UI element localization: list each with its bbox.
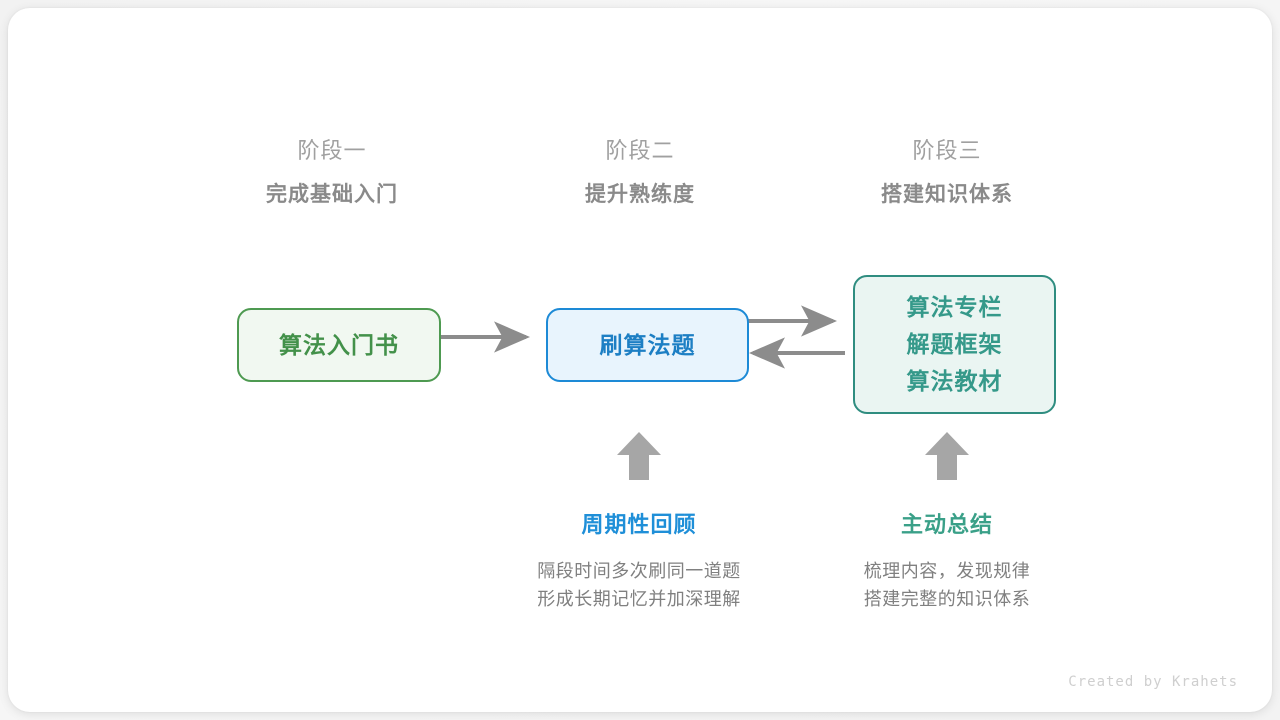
note-body-line: 形成长期记忆并加深理解: [537, 589, 741, 609]
diagram-card: 阶段一 完成基础入门 阶段二 提升熟练度 阶段三 搭建知识体系: [8, 8, 1272, 712]
stage-number: 阶段一: [297, 138, 367, 163]
node-label: 刷算法题: [599, 331, 696, 358]
note-active-summary: 主动总结 梳理内容，发现规律 搭建完整的知识体系: [787, 510, 1107, 613]
note-body-line: 隔段时间多次刷同一道题: [537, 561, 741, 581]
stage-title: 提升熟练度: [585, 183, 695, 206]
up-arrow-icon: [617, 432, 661, 480]
note-title: 周期性回顾: [581, 512, 697, 537]
stage-header-2: 阶段二 提升熟练度: [510, 136, 770, 210]
note-periodic-review: 周期性回顾 隔段时间多次刷同一道题 形成长期记忆并加深理解: [479, 510, 799, 613]
node-label: 算法入门书: [279, 331, 399, 358]
stage-number: 阶段三: [912, 138, 982, 163]
stage-title: 搭建知识体系: [881, 183, 1013, 206]
note-body: 梳理内容，发现规律 搭建完整的知识体系: [787, 557, 1107, 613]
watermark-credit: Created by Krahets: [1068, 674, 1238, 690]
stage-title: 完成基础入门: [266, 183, 398, 206]
node-label-1: 算法专栏: [906, 294, 1003, 320]
node-practice-problems[interactable]: 刷算法题: [546, 308, 749, 382]
stage-header-3: 阶段三 搭建知识体系: [817, 136, 1077, 210]
up-arrow-icon: [925, 432, 969, 480]
note-title: 主动总结: [900, 512, 993, 537]
note-body: 隔段时间多次刷同一道题 形成长期记忆并加深理解: [479, 557, 799, 613]
node-label-3: 算法教材: [906, 368, 1003, 394]
node-label-2: 解题框架: [906, 331, 1003, 357]
stage-header-1: 阶段一 完成基础入门: [202, 136, 462, 210]
stage-number: 阶段二: [605, 138, 675, 163]
note-body-line: 梳理内容，发现规律: [863, 561, 1031, 581]
note-body-line: 搭建完整的知识体系: [863, 589, 1031, 609]
node-knowledge-system[interactable]: 算法专栏 解题框架 算法教材: [853, 275, 1056, 414]
node-algorithm-intro-book[interactable]: 算法入门书: [237, 308, 441, 382]
